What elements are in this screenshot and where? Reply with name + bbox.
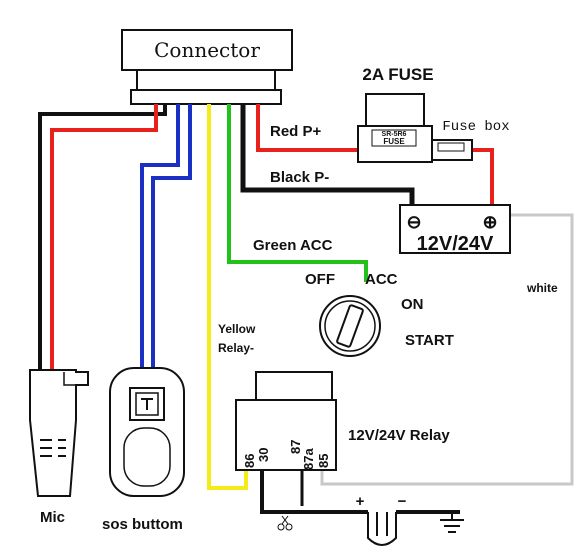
ignition-switch: OFF ACC ON START: [305, 271, 454, 357]
plus-terminal: ⊕: [482, 212, 497, 232]
blue-sos-wire-2: [151, 104, 192, 368]
yellow-relay-wire: [207, 104, 248, 490]
relay-label: 12V/24V Relay: [348, 427, 450, 444]
ignition-off-label: OFF: [305, 271, 335, 288]
white-wire-label: white: [526, 281, 558, 295]
white-wire: [320, 213, 574, 486]
relay-pin-85: 85: [316, 454, 331, 468]
fuse-box-label: Fuse box: [442, 119, 509, 135]
relay-pin-86: 86: [242, 454, 257, 468]
mic-label: Mic: [40, 509, 65, 526]
relay-pin-87: 87: [288, 440, 303, 454]
scissors-icon: [277, 515, 293, 531]
minus-terminal: ⊖: [406, 212, 421, 232]
mic-device: Mic: [29, 369, 89, 526]
red-wire-label: Red P+: [270, 123, 322, 140]
yellow-wire-label-line1: Yellow: [218, 322, 256, 336]
relay: 86 30 87 87a 85 12V/24V Relay: [235, 371, 450, 471]
ignition-acc-label: ACC: [365, 271, 398, 288]
green-acc-wire: [227, 104, 368, 282]
ignition-start-label: START: [405, 332, 454, 349]
black-wire-label: Black P-: [270, 169, 329, 186]
red-mic-wire: [50, 104, 158, 370]
relay-pin-87a: 87a: [301, 448, 316, 470]
relay-pin-30: 30: [256, 448, 271, 462]
yellow-wire-label-line2: Relay-: [218, 341, 254, 355]
connector-label: Connector: [154, 38, 260, 62]
blue-sos-wire-1: [140, 104, 180, 368]
load-minus-label: −: [398, 493, 407, 510]
black-power-wire: [240, 104, 415, 205]
fuse-title: 2A FUSE: [362, 65, 433, 84]
black-mic-wire: [38, 104, 167, 370]
sos-button-device: sos buttom: [102, 367, 185, 533]
green-wire-label: Green ACC: [253, 237, 333, 254]
power-source: ⊖ ⊕ 12V/24V: [399, 204, 511, 255]
sos-label: sos buttom: [102, 516, 183, 533]
load-plus-label: +: [356, 493, 365, 510]
red-power-wire: [256, 104, 358, 152]
fuse-body-line2: FUSE: [383, 137, 405, 146]
fuse: 2A FUSE SR-5R6 FUSE Fuse box: [357, 65, 510, 163]
fuse-body-line1: SR-5R6: [382, 131, 407, 138]
ignition-on-label: ON: [401, 296, 424, 313]
black-relay-ground-wire: [260, 470, 460, 514]
ground-load: + −: [356, 493, 464, 546]
power-voltage: 12V/24V: [417, 233, 494, 255]
connector: Connector: [121, 29, 293, 105]
